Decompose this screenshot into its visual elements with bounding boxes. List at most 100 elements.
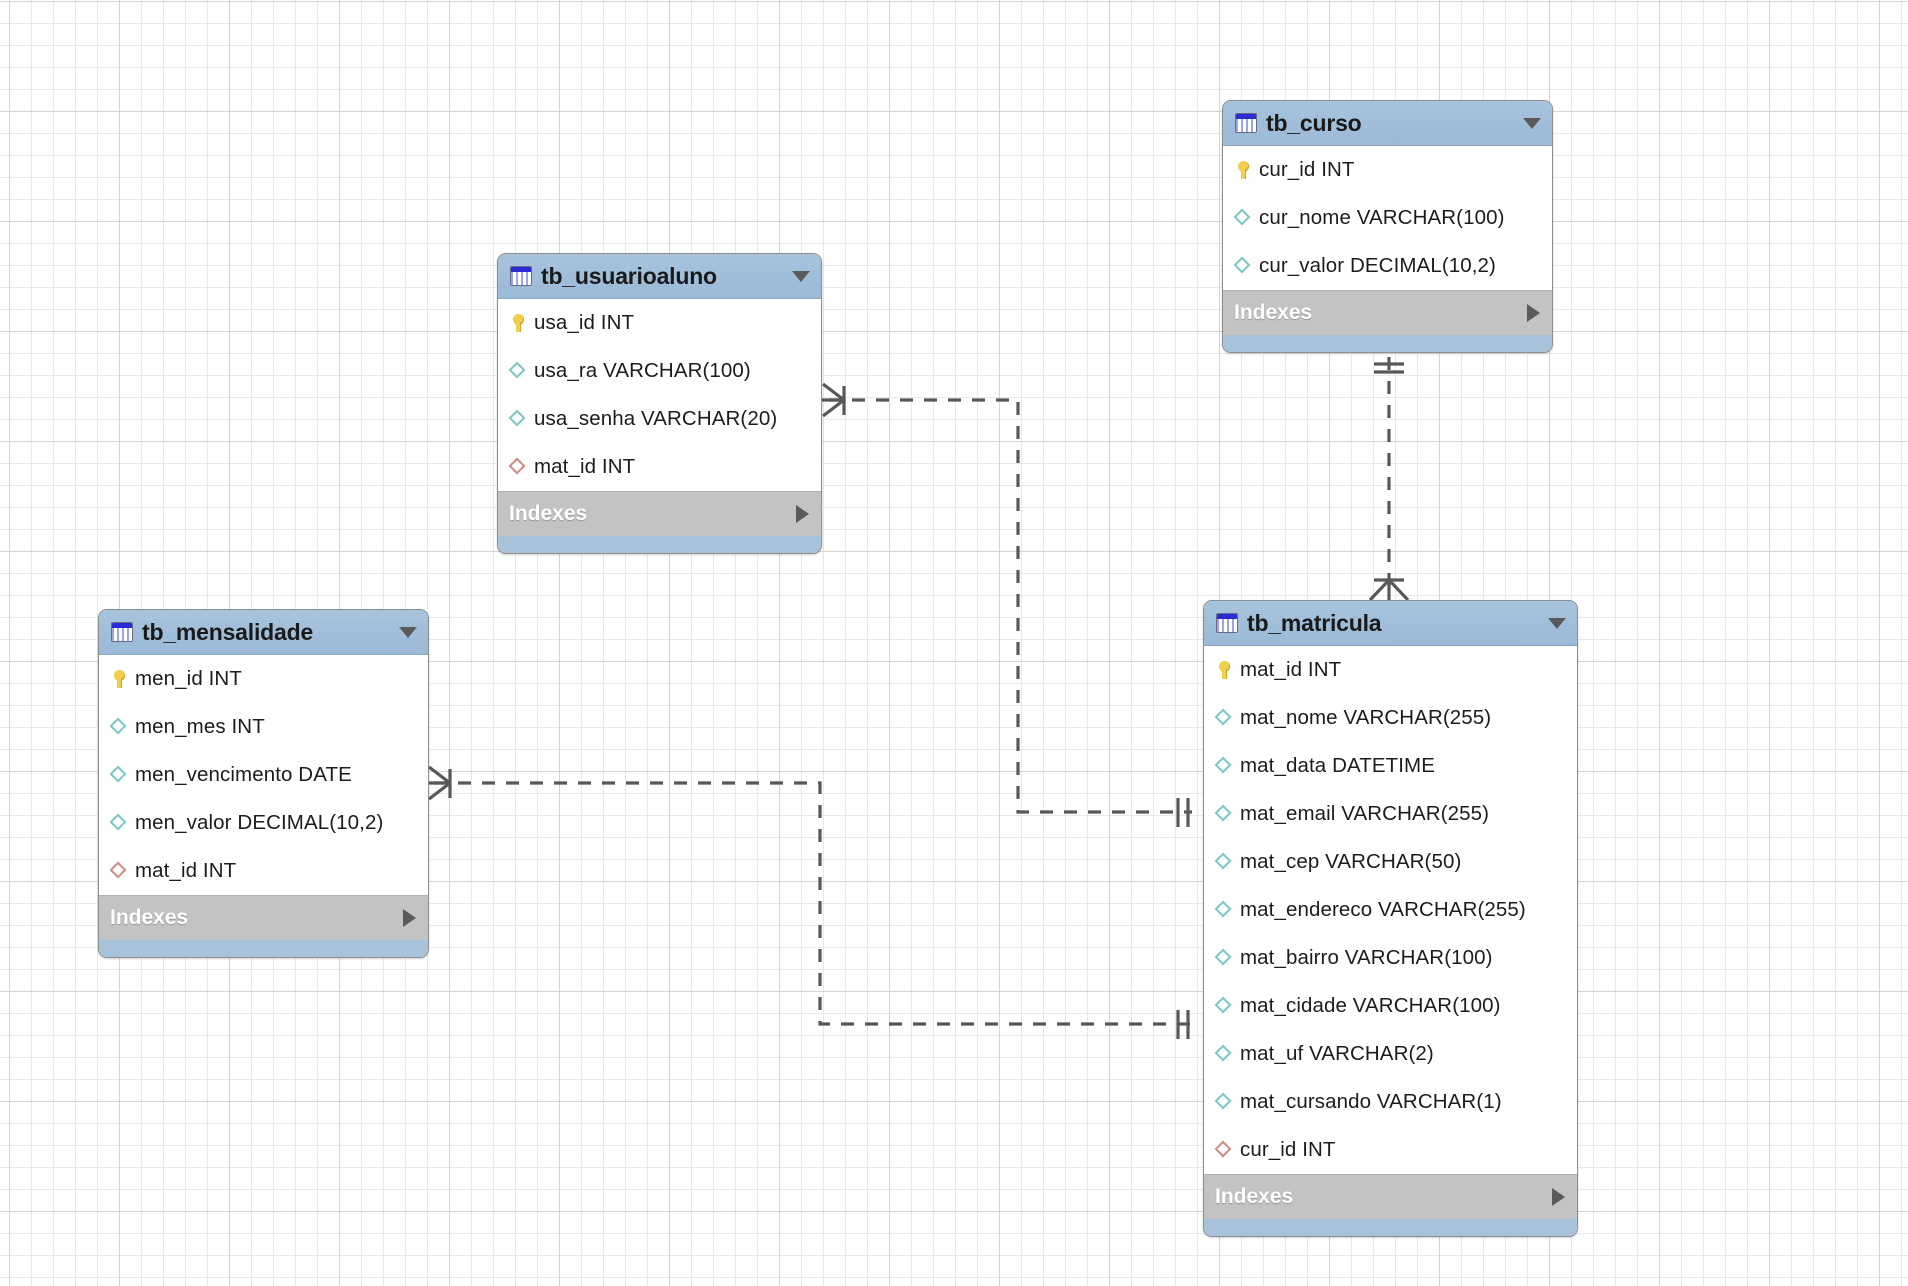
table-columns-tb_matricula: mat_id INT mat_nome VARCHAR(255) mat_dat… bbox=[1204, 646, 1577, 1174]
table-row[interactable]: usa_senha VARCHAR(20) bbox=[498, 395, 821, 443]
column-label: mat_cep VARCHAR(50) bbox=[1240, 850, 1462, 873]
indexes-section-tb_mensalidade[interactable]: Indexes bbox=[99, 895, 428, 940]
column-label: cur_nome VARCHAR(100) bbox=[1259, 206, 1505, 229]
column-diamond-icon bbox=[509, 361, 527, 381]
chevron-right-icon[interactable] bbox=[1552, 1188, 1565, 1206]
relationship-curso-matricula bbox=[1368, 357, 1410, 602]
column-diamond-icon bbox=[1215, 996, 1233, 1016]
primary-key-icon bbox=[1234, 160, 1252, 180]
foreign-key-diamond-icon bbox=[1215, 1140, 1233, 1160]
table-icon bbox=[1235, 113, 1257, 133]
table-header-tb_usuarioaluno[interactable]: tb_usuarioaluno bbox=[498, 254, 821, 299]
table-columns-tb_mensalidade: men_id INT men_mes INT men_vencimento DA… bbox=[99, 655, 428, 895]
chevron-right-icon[interactable] bbox=[403, 909, 416, 927]
erd-table-tb_curso[interactable]: tb_curso cur_id INT cur_nome VARCHAR(100… bbox=[1222, 100, 1553, 353]
table-row[interactable]: cur_id INT bbox=[1204, 1126, 1577, 1174]
table-icon bbox=[111, 622, 133, 642]
column-label: mat_id INT bbox=[534, 455, 636, 478]
column-diamond-icon bbox=[1215, 1044, 1233, 1064]
table-row[interactable]: men_valor DECIMAL(10,2) bbox=[99, 799, 428, 847]
column-diamond-icon bbox=[1234, 256, 1252, 276]
chevron-right-icon[interactable] bbox=[1527, 304, 1540, 322]
foreign-key-diamond-icon bbox=[509, 457, 527, 477]
column-label: mat_bairro VARCHAR(100) bbox=[1240, 946, 1493, 969]
column-label: mat_data DATETIME bbox=[1240, 754, 1435, 777]
column-label: cur_id INT bbox=[1259, 158, 1355, 181]
table-row[interactable]: cur_nome VARCHAR(100) bbox=[1223, 194, 1552, 242]
column-diamond-icon bbox=[1234, 208, 1252, 228]
chevron-down-icon[interactable] bbox=[1523, 117, 1541, 129]
column-label: usa_id INT bbox=[534, 311, 635, 334]
column-label: mat_uf VARCHAR(2) bbox=[1240, 1042, 1434, 1065]
table-columns-tb_usuarioaluno: usa_id INT usa_ra VARCHAR(100) usa_senha… bbox=[498, 299, 821, 491]
table-row[interactable]: men_mes INT bbox=[99, 703, 428, 751]
table-row[interactable]: mat_uf VARCHAR(2) bbox=[1204, 1030, 1577, 1078]
column-label: mat_cursando VARCHAR(1) bbox=[1240, 1090, 1502, 1113]
erd-table-tb_usuarioaluno[interactable]: tb_usuarioaluno usa_id INT usa_ra VARCHA… bbox=[497, 253, 822, 554]
indexes-label: Indexes bbox=[509, 502, 588, 525]
primary-key-icon bbox=[110, 669, 128, 689]
column-label: mat_endereco VARCHAR(255) bbox=[1240, 898, 1526, 921]
table-header-tb_curso[interactable]: tb_curso bbox=[1223, 101, 1552, 146]
column-diamond-icon bbox=[1215, 804, 1233, 824]
column-label: men_mes INT bbox=[135, 715, 265, 738]
table-row[interactable]: usa_ra VARCHAR(100) bbox=[498, 347, 821, 395]
relationship-mensalidade-matricula bbox=[426, 765, 1192, 1039]
erd-table-tb_mensalidade[interactable]: tb_mensalidade men_id INT men_mes INT me… bbox=[98, 609, 429, 958]
table-row[interactable]: mat_bairro VARCHAR(100) bbox=[1204, 934, 1577, 982]
column-diamond-icon bbox=[110, 765, 128, 785]
table-row[interactable]: usa_id INT bbox=[498, 299, 821, 347]
erd-table-tb_matricula[interactable]: tb_matricula mat_id INT mat_nome VARCHAR… bbox=[1203, 600, 1578, 1237]
column-diamond-icon bbox=[1215, 948, 1233, 968]
column-label: men_id INT bbox=[135, 667, 242, 690]
table-row[interactable]: mat_endereco VARCHAR(255) bbox=[1204, 886, 1577, 934]
foreign-key-diamond-icon bbox=[110, 861, 128, 881]
table-footer bbox=[99, 940, 428, 957]
column-label: men_vencimento DATE bbox=[135, 763, 352, 786]
chevron-right-icon[interactable] bbox=[796, 505, 809, 523]
table-footer bbox=[498, 536, 821, 553]
table-row[interactable]: mat_cidade VARCHAR(100) bbox=[1204, 982, 1577, 1030]
indexes-label: Indexes bbox=[110, 906, 189, 929]
relationship-usuarioaluno-matricula bbox=[820, 382, 1192, 827]
column-label: mat_nome VARCHAR(255) bbox=[1240, 706, 1492, 729]
indexes-section-tb_matricula[interactable]: Indexes bbox=[1204, 1174, 1577, 1219]
column-label: mat_id INT bbox=[1240, 658, 1342, 681]
column-diamond-icon bbox=[509, 409, 527, 429]
table-footer bbox=[1223, 335, 1552, 352]
table-icon bbox=[510, 266, 532, 286]
column-label: mat_id INT bbox=[135, 859, 237, 882]
table-title: tb_usuarioaluno bbox=[541, 262, 717, 289]
table-row[interactable]: mat_id INT bbox=[99, 847, 428, 895]
primary-key-icon bbox=[509, 313, 527, 333]
table-row[interactable]: mat_cep VARCHAR(50) bbox=[1204, 838, 1577, 886]
table-icon bbox=[1216, 613, 1238, 633]
table-row[interactable]: mat_id INT bbox=[498, 443, 821, 491]
chevron-down-icon[interactable] bbox=[1548, 617, 1566, 629]
table-row[interactable]: mat_data DATETIME bbox=[1204, 742, 1577, 790]
table-row[interactable]: cur_valor DECIMAL(10,2) bbox=[1223, 242, 1552, 290]
column-diamond-icon bbox=[110, 717, 128, 737]
table-row[interactable]: mat_nome VARCHAR(255) bbox=[1204, 694, 1577, 742]
table-row[interactable]: mat_cursando VARCHAR(1) bbox=[1204, 1078, 1577, 1126]
table-title: tb_curso bbox=[1266, 109, 1362, 136]
chevron-down-icon[interactable] bbox=[399, 626, 417, 638]
table-row[interactable]: cur_id INT bbox=[1223, 146, 1552, 194]
table-row[interactable]: men_vencimento DATE bbox=[99, 751, 428, 799]
table-columns-tb_curso: cur_id INT cur_nome VARCHAR(100) cur_val… bbox=[1223, 146, 1552, 290]
column-diamond-icon bbox=[1215, 1092, 1233, 1112]
column-diamond-icon bbox=[1215, 708, 1233, 728]
column-label: men_valor DECIMAL(10,2) bbox=[135, 811, 384, 834]
table-row[interactable]: men_id INT bbox=[99, 655, 428, 703]
table-row[interactable]: mat_email VARCHAR(255) bbox=[1204, 790, 1577, 838]
table-header-tb_matricula[interactable]: tb_matricula bbox=[1204, 601, 1577, 646]
indexes-section-tb_curso[interactable]: Indexes bbox=[1223, 290, 1552, 335]
table-title: tb_mensalidade bbox=[142, 618, 314, 645]
chevron-down-icon[interactable] bbox=[792, 270, 810, 282]
table-header-tb_mensalidade[interactable]: tb_mensalidade bbox=[99, 610, 428, 655]
table-footer bbox=[1204, 1219, 1577, 1236]
table-title: tb_matricula bbox=[1247, 609, 1382, 636]
table-row[interactable]: mat_id INT bbox=[1204, 646, 1577, 694]
indexes-section-tb_usuarioaluno[interactable]: Indexes bbox=[498, 491, 821, 536]
